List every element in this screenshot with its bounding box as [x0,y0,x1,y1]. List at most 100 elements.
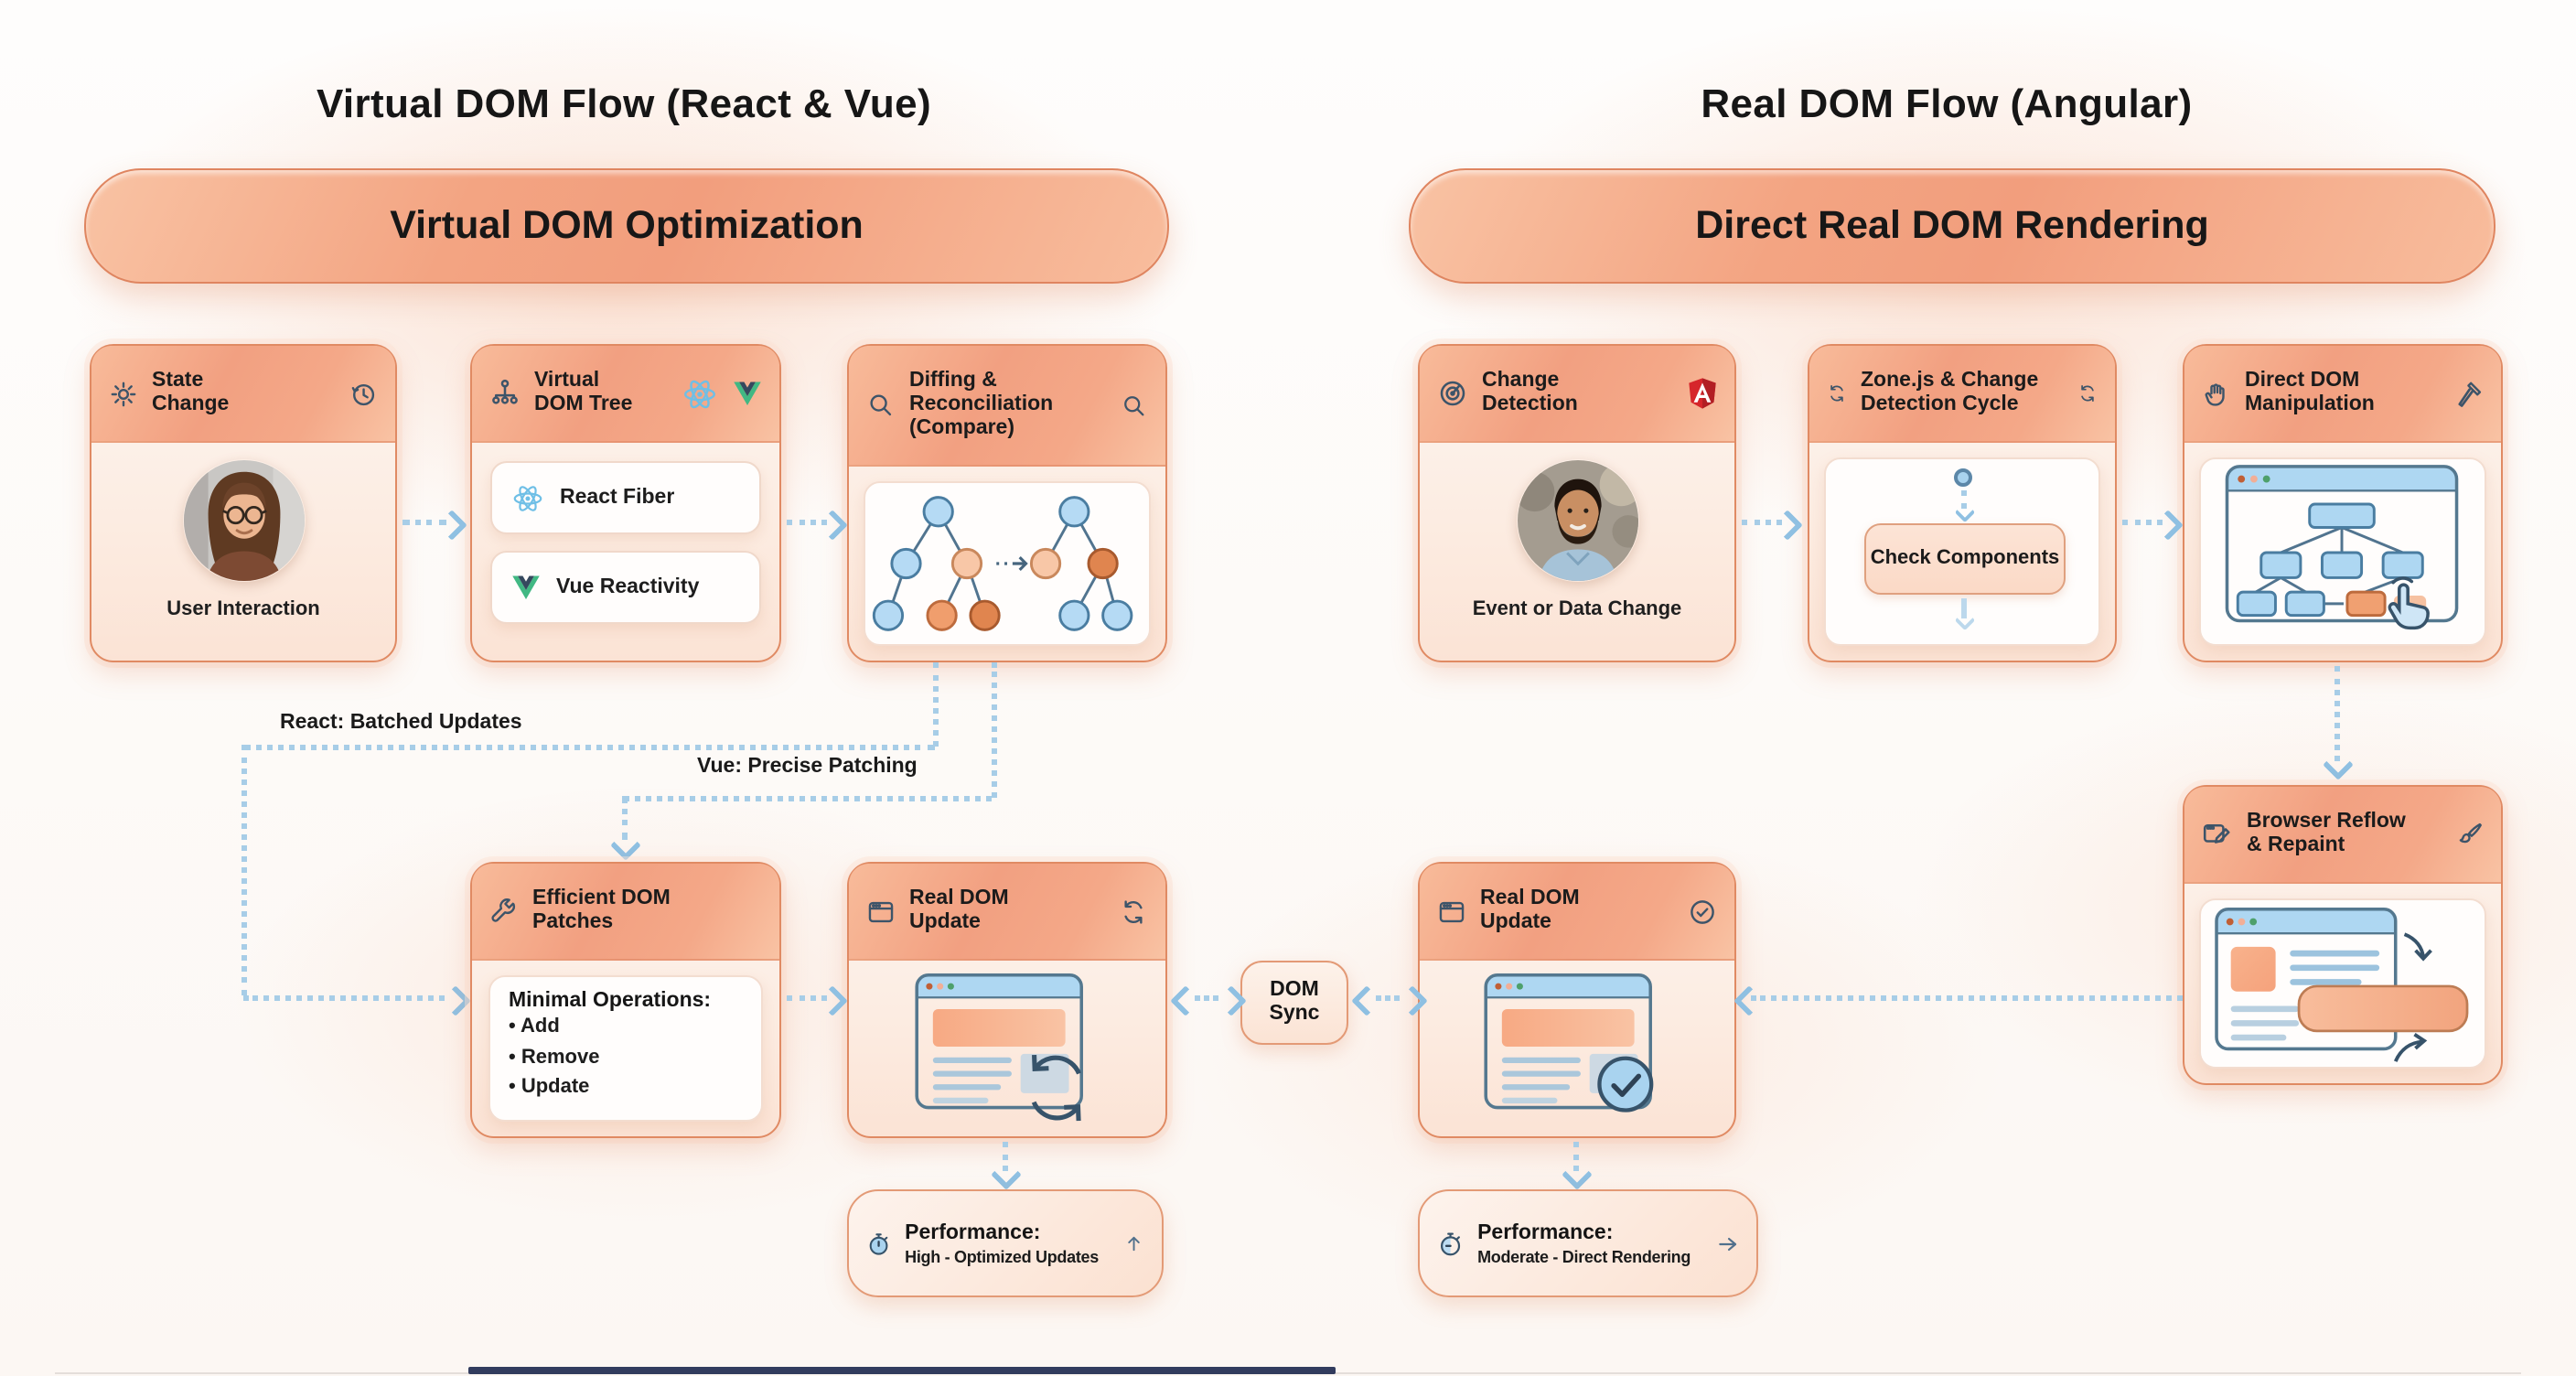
performance-value: Moderate - Direct Rendering [1477,1247,1691,1266]
right-chevron-icon [2152,510,2184,541]
react-path-segment [243,745,935,750]
right-chevron-icon [1772,510,1803,541]
virtual-dom-optimization-banner: Virtual DOM Optimization [84,168,1169,284]
change-detection-caption: Event or Data Change [1472,598,1682,620]
bottom-bar [468,1367,1336,1374]
paintbrush-icon [2459,822,2482,843]
react-icon [513,485,542,511]
virtual-dom-tree-title: Virtual DOM Tree [534,370,633,415]
diffing-box: Diffing & Reconciliation (Compare) [847,344,1167,662]
down-chevron-icon [610,830,641,861]
connector-reflow-to-update [1751,995,2183,1001]
vue-reactivity-chip: Vue Reactivity [490,551,761,624]
check-components-chip: Check Components [1864,523,2066,595]
react-fiber-label: React Fiber [560,487,675,509]
flow-dashed-line [1961,598,1967,618]
right-chevron-icon [817,510,848,541]
connector-zone-to-ddm [2122,520,2163,525]
direct-dom-header: Direct DOM Manipulation [2184,346,2501,443]
search-icon [870,394,892,416]
check-badge-icon [1597,1056,1654,1113]
vue-path-segment [624,796,992,801]
performance-right-text: Performance: Moderate - Direct Rendering [1477,1221,1690,1266]
down-chevron-icon [1562,1159,1593,1190]
left-chevron-icon [1733,985,1765,1016]
wrench-icon [491,898,516,921]
connector-update-to-sync [1195,995,1218,1001]
list-title: Minimal Operations: [509,990,712,1012]
right-chevron-icon [440,985,471,1016]
performance-right-box: Performance: Moderate - Direct Rendering [1418,1189,1758,1297]
connector-ddm-to-reflow [2334,666,2340,761]
history-clock-icon [351,383,375,405]
right-chevron-icon [817,985,848,1016]
stopwatch-icon [1440,1231,1461,1255]
connector-patches-to-update [787,995,827,1001]
state-change-header: State Change [91,346,395,443]
connector-cd-to-zone [1742,520,1782,525]
real-dom-update-right-box: Real DOM Update [1418,862,1736,1138]
right-chevron-icon [436,510,467,541]
window-edit-icon [2203,823,2230,844]
dom-sync-box: DOM Sync [1240,961,1348,1045]
efficient-patches-title: Efficient DOM Patches [532,887,671,933]
virtual-dom-tree-header: Virtual DOM Tree [472,346,779,443]
right-flow-title: Real DOM Flow (Angular) [1701,81,2193,126]
zone-box: Zone.js & Change Detection Cycle Check C… [1808,344,2117,662]
gear-icon [111,381,136,406]
list-item: Update [509,1072,743,1102]
down-chevron-icon [991,1159,1022,1190]
left-chevron-icon [1351,985,1382,1016]
diff-trees-illustration [864,481,1151,646]
list-item: Remove [509,1042,743,1072]
connector-vdom-to-diffing [787,520,827,525]
angular-logo-icon [1689,378,1716,409]
vue-path-label: Vue: Precise Patching [697,756,918,778]
zone-flow-panel: Check Components [1824,457,2100,646]
browser-reflow-box: Browser Reflow & Repaint [2183,785,2503,1085]
state-change-box: State Change User Interaction [90,344,397,662]
connector-update-to-perf-right [1573,1142,1579,1171]
performance-title: Performance: [1477,1222,1614,1245]
browser-check-illustration [1476,966,1678,1140]
stopwatch-icon [869,1232,888,1254]
diffing-title: Diffing & Reconciliation (Compare) [909,370,1054,439]
down-chevron-icon [1954,609,1976,631]
connector-update-to-perf-left [1003,1142,1008,1171]
radar-icon [1440,381,1465,406]
state-change-title: State Change [152,370,230,415]
minimal-operations-list: Minimal Operations: Add Remove Update [488,975,763,1122]
performance-title: Performance: [905,1222,1041,1245]
real-dom-update-title: Real DOM Update [1480,887,1580,933]
real-dom-update-right-header: Real DOM Update [1420,864,1734,961]
real-dom-update-title: Real DOM Update [909,887,1009,933]
efficient-patches-box: Efficient DOM Patches Minimal Operations… [470,862,781,1138]
direct-dom-box: Direct DOM Manipulation [2183,344,2503,662]
change-detection-title: Change Detection [1482,370,1578,415]
reflow-illustration [2199,898,2486,1069]
react-fiber-chip: React Fiber [490,461,761,534]
window-icon [1439,900,1465,922]
arrow-right-icon [1719,1236,1737,1251]
reflow-arrows-icon [2393,932,2432,1062]
pointer-hand-icon [2388,576,2430,630]
list-item: Add [509,1012,743,1042]
flow-start-dot [1954,468,1972,487]
hammer-icon [2458,381,2482,406]
performance-left-box: Performance: High - Optimized Updates [847,1189,1164,1297]
real-dom-update-left-header: Real DOM Update [849,864,1165,961]
change-detection-header: Change Detection [1420,346,1734,443]
dom-tree-illustration [2199,457,2486,646]
window-icon [868,900,894,922]
refresh-arrows-icon [1031,1054,1081,1122]
check-circle-icon [1690,899,1714,923]
vue-logo-icon [734,381,761,405]
zone-header: Zone.js & Change Detection Cycle [1809,346,2115,443]
diffing-header: Diffing & Reconciliation (Compare) [849,346,1165,467]
react-logo-icon [684,379,715,408]
zone-title: Zone.js & Change Detection Cycle [1861,370,2039,415]
react-path-segment [933,662,939,747]
vue-path-segment [622,796,628,840]
search-icon [1124,395,1144,415]
connector-sync-to-update [1376,995,1400,1001]
